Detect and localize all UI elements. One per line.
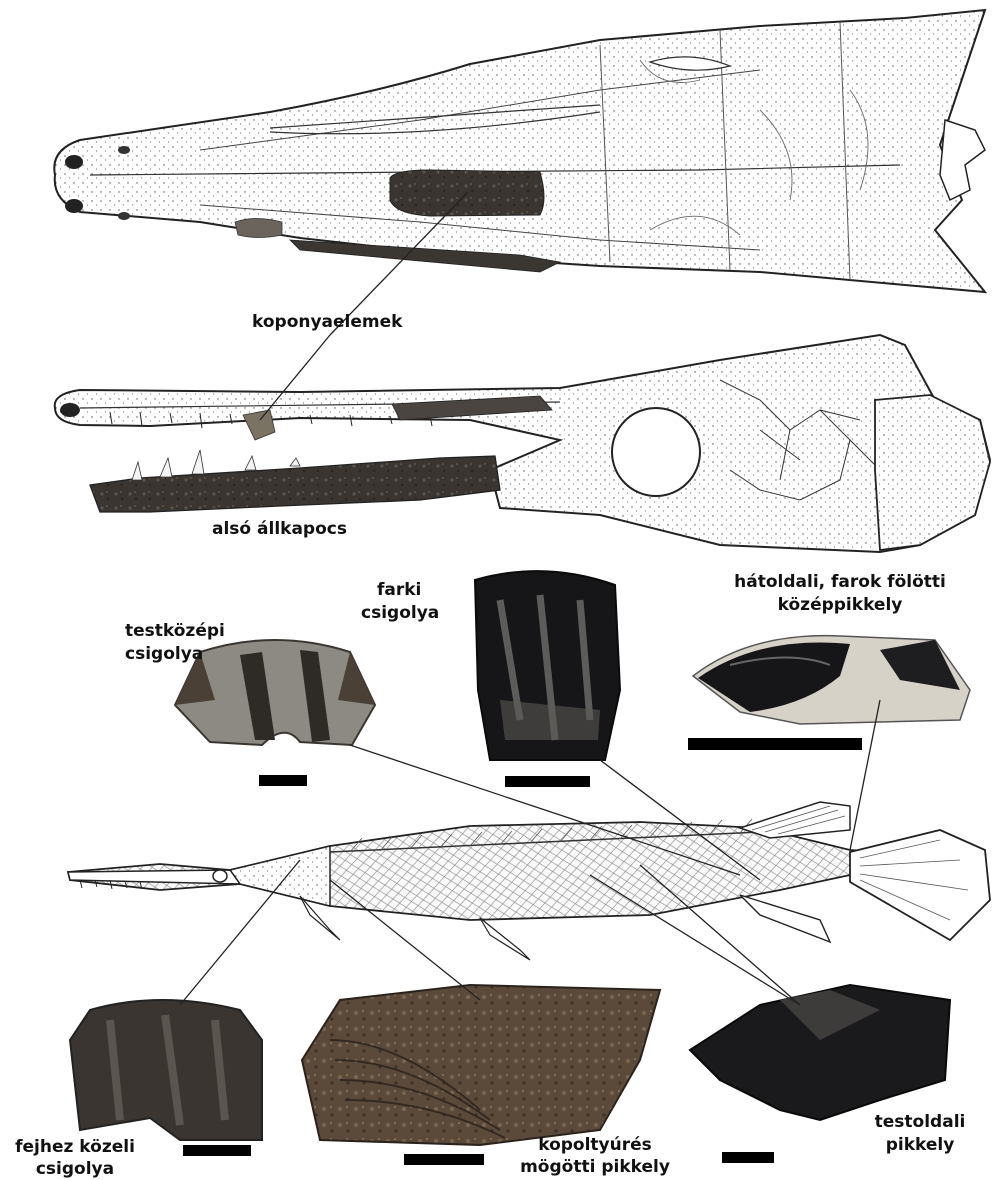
scale-bar-hatoldali [688,738,862,750]
fossil-photo-hatoldali [693,636,970,724]
label-fejhez-line1: fejhez közeli [10,1137,140,1158]
label-kopoltyu-line1: kopoltyúrés [490,1135,700,1156]
scale-bar-testoldali [722,1152,774,1163]
scale-bar-fejhez [183,1145,251,1156]
scale-bar-kopoltyu [404,1154,484,1165]
label-fejhez-line2: csigolya [10,1159,140,1180]
fish-reconstruction-drawing [68,802,990,960]
fossil-photo-farki [475,571,620,760]
fossil-photo-fejhez [70,1000,262,1140]
skull-lateral-drawing [55,335,990,552]
scale-bar-farki [505,776,590,787]
label-also-allkapocs: alsó állkapocs [212,519,347,540]
label-testoldali-line2: pikkely [860,1135,980,1156]
fossil-photo-testoldali [690,985,950,1120]
fossil-photo-kopoltyu [302,985,660,1145]
label-testkozepi-line2: csigolya [125,644,203,665]
label-hatoldali-line2: középpikkely [700,595,980,616]
label-kopoltyu-line2: mögötti pikkely [490,1157,700,1178]
label-hatoldali-line1: hátoldali, farok fölötti [700,572,980,593]
fossil-photo-testkozepi [175,640,375,745]
label-testoldali-line1: testoldali [860,1112,980,1133]
label-farki-line1: farki [377,580,421,601]
label-testkozepi-line1: testközépi [125,621,225,642]
label-farki-line2: csigolya [361,603,439,624]
skull-dorsal-drawing [54,10,985,292]
label-koponyaelemek: koponyaelemek [252,312,402,333]
scale-bar-testkozepi [259,775,307,786]
